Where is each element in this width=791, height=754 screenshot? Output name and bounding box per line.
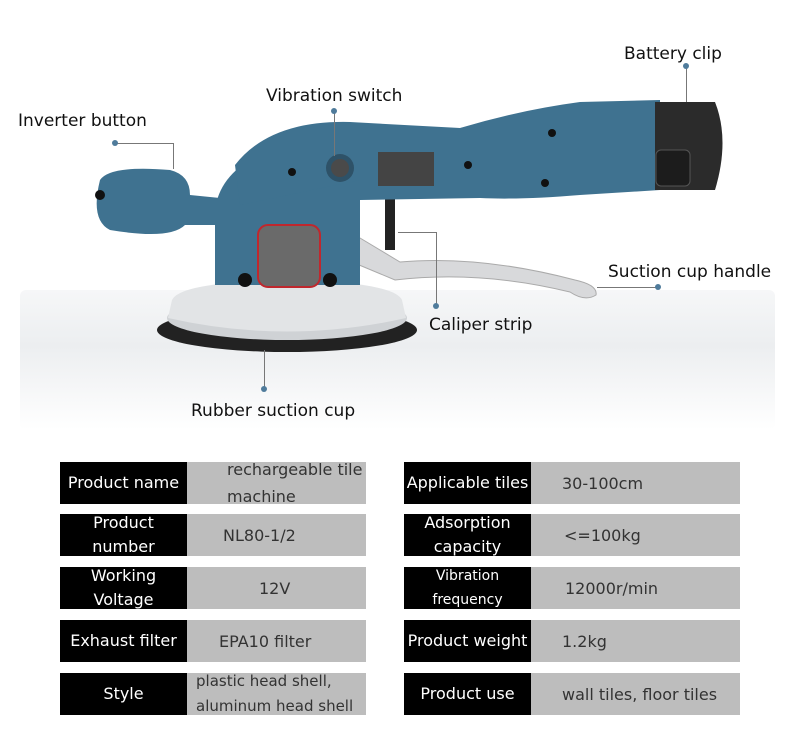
spec-row-working-voltage: Working Voltage 12V bbox=[60, 567, 366, 609]
spec-key: Applicable tiles bbox=[404, 462, 531, 504]
callout-dot-rubber-suction-cup bbox=[261, 386, 267, 392]
spec-row-exhaust-filter: Exhaust filter EPA10 filter bbox=[60, 620, 366, 662]
callout-line-rubber-suction-cup bbox=[264, 350, 265, 388]
spec-key: Product use bbox=[404, 673, 531, 715]
callout-line-inverter-button-v bbox=[173, 143, 174, 169]
callout-line-caliper-strip bbox=[398, 232, 436, 233]
spec-value: EPA10 filter bbox=[187, 620, 366, 662]
callout-dot-inverter-button bbox=[112, 140, 118, 146]
spec-row-applicable-tiles: Applicable tiles 30-100cm bbox=[404, 462, 740, 504]
callout-line-caliper-strip-v bbox=[436, 232, 437, 306]
callout-dot-battery-clip bbox=[683, 63, 689, 69]
spec-key: Exhaust filter bbox=[60, 620, 187, 662]
product-diagram: Battery clip Vibration switch Inverter b… bbox=[18, 44, 775, 430]
callout-line-vibration-switch bbox=[334, 112, 335, 156]
spec-value: NL80-1/2 bbox=[187, 514, 366, 556]
callout-line-inverter-button bbox=[116, 143, 174, 144]
callout-label-battery-clip: Battery clip bbox=[624, 44, 722, 64]
spec-key: Vibration frequency bbox=[404, 567, 531, 609]
spec-row-style: Style plastic head shell, aluminum head … bbox=[60, 673, 366, 715]
spec-value: 12000r/min bbox=[531, 567, 740, 609]
spec-key: Adsorption capacity bbox=[404, 514, 531, 556]
callout-label-inverter-button: Inverter button bbox=[18, 111, 147, 131]
callout-label-suction-cup-handle: Suction cup handle bbox=[608, 262, 772, 282]
callout-label-caliper-strip: Caliper strip bbox=[429, 315, 533, 335]
callout-label-vibration-switch: Vibration switch bbox=[266, 86, 403, 106]
spec-key: Product name bbox=[60, 462, 187, 504]
spec-row-product-weight: Product weight 1.2kg bbox=[404, 620, 740, 662]
spec-row-product-number: Product number NL80-1/2 bbox=[60, 514, 366, 556]
spec-key: Working Voltage bbox=[60, 567, 187, 609]
spec-value: wall tiles, floor tiles bbox=[531, 673, 740, 715]
callout-label-rubber-suction-cup: Rubber suction cup bbox=[191, 401, 356, 421]
callout-dot-vibration-switch bbox=[331, 108, 337, 114]
spec-row-vibration-frequency: Vibration frequency 12000r/min bbox=[404, 567, 740, 609]
spec-value: rechargeable tile machine bbox=[187, 462, 366, 504]
callout-dot-caliper-strip bbox=[433, 303, 439, 309]
callout-line-battery-clip bbox=[686, 66, 687, 102]
spec-key: Product number bbox=[60, 514, 187, 556]
spec-value: 1.2kg bbox=[531, 620, 740, 662]
spec-row-product-use: Product use wall tiles, floor tiles bbox=[404, 673, 740, 715]
callout-line-suction-cup-handle bbox=[597, 287, 657, 288]
spec-key: Product weight bbox=[404, 620, 531, 662]
spec-value: <=100kg bbox=[531, 514, 740, 556]
spec-row-product-name: Product name rechargeable tile machine bbox=[60, 462, 366, 504]
spec-key: Style bbox=[60, 673, 187, 715]
spec-row-adsorption-capacity: Adsorption capacity <=100kg bbox=[404, 514, 740, 556]
tile-machine-illustration bbox=[95, 100, 723, 352]
spec-value: 12V bbox=[187, 567, 366, 609]
spec-value: plastic head shell, aluminum head shell bbox=[187, 673, 366, 715]
callout-dot-suction-cup-handle bbox=[655, 284, 661, 290]
spec-value: 30-100cm bbox=[531, 462, 740, 504]
